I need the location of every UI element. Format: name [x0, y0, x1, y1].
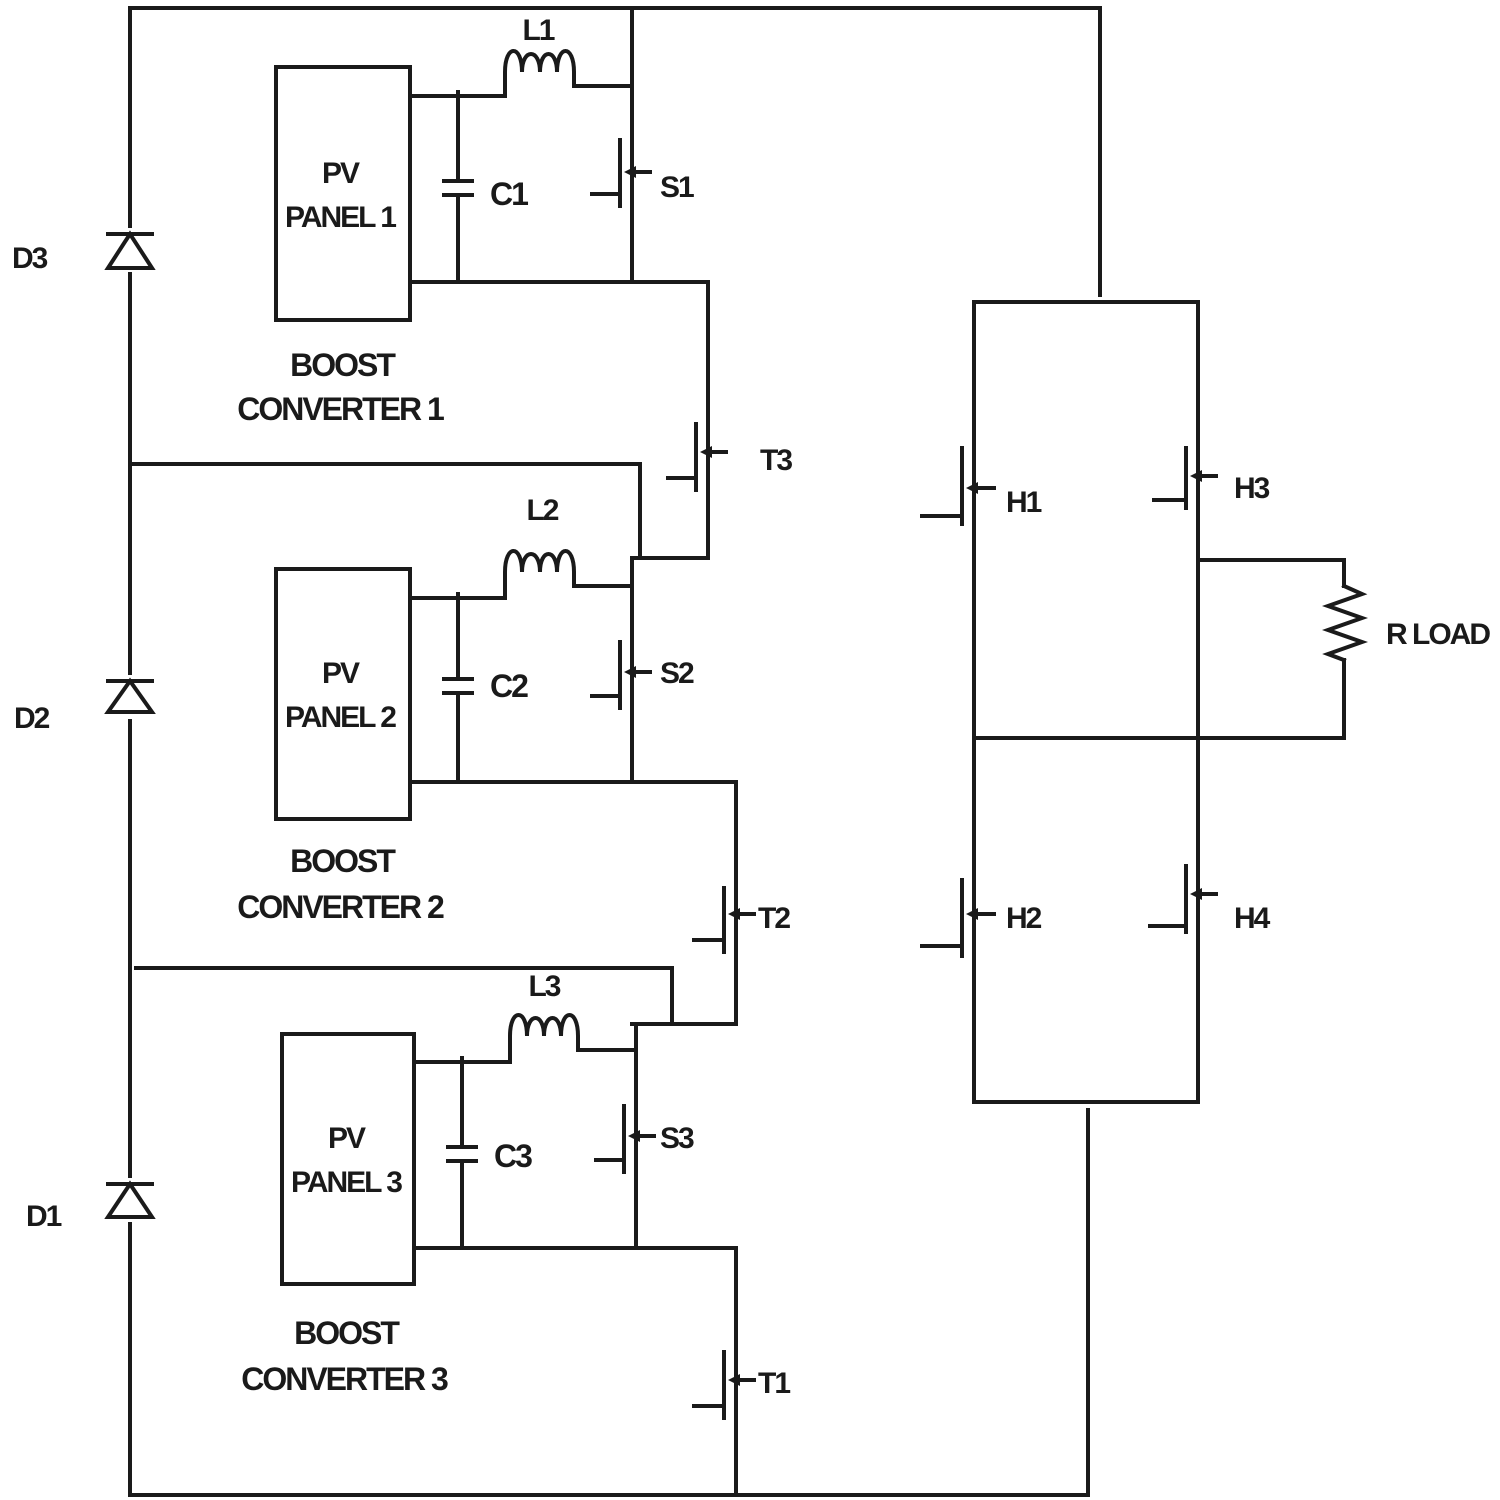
mid-bus-2 — [134, 966, 674, 1026]
mosfet-s3 — [594, 1102, 656, 1250]
pv-panel-2 — [274, 567, 412, 821]
pv-panel-3-label-line1: PV — [328, 1122, 366, 1155]
inductor-l1-label: L1 — [522, 14, 554, 47]
boost-converter-3: PV PANEL 3 L3 C3 S3 BOOST CONVERTER 3 — [241, 970, 738, 1397]
boost-converter-3-title-line2: CONVERTER 3 — [241, 1361, 448, 1397]
pv-panel-1-label-line2: PANEL 1 — [285, 201, 396, 234]
mosfet-h1-label: H1 — [1006, 486, 1042, 519]
diode-d2: D2 — [14, 675, 156, 735]
boost-converter-2: PV PANEL 2 L2 C2 S2 BOOST CONVERTER 2 — [237, 494, 738, 925]
mosfet-s3-label: S3 — [660, 1122, 694, 1155]
mosfet-h4 — [1148, 858, 1218, 946]
pv-panel-3 — [280, 1032, 416, 1286]
diode-d1: D1 — [26, 1178, 156, 1233]
inductor-l1 — [503, 49, 634, 98]
mosfet-t2-label: T2 — [758, 902, 790, 935]
load-resistor — [1196, 558, 1369, 740]
top-rail — [128, 6, 1102, 297]
inductor-l3 — [508, 1013, 638, 1064]
mosfet-s1 — [590, 136, 652, 284]
diode-d1-label: D1 — [26, 1200, 62, 1233]
mosfet-t1-label: T1 — [758, 1367, 790, 1400]
bottom-rail — [128, 1108, 1090, 1497]
mosfet-h4-label: H4 — [1234, 902, 1271, 935]
inductor-l2-label: L2 — [526, 494, 558, 527]
diode-d3-label: D3 — [12, 242, 48, 275]
pv-panel-1 — [274, 65, 412, 322]
mosfet-t3-label: T3 — [760, 444, 792, 477]
mosfet-s2 — [590, 638, 652, 784]
mosfet-h3-label: H3 — [1234, 472, 1270, 505]
load-label: R LOAD — [1386, 618, 1490, 651]
h-bridge-inverter: H1 H3 H2 H4 — [920, 300, 1346, 1104]
mosfet-s1-label: S1 — [660, 171, 694, 204]
boost-converter-1-title-line2: CONVERTER 1 — [237, 391, 444, 427]
capacitor-c1-label: C1 — [490, 176, 528, 212]
inductor-l2 — [503, 549, 634, 600]
mosfet-h3 — [1152, 442, 1218, 868]
mosfet-h1 — [920, 442, 996, 740]
boost-converter-3-title-line1: BOOST — [294, 1315, 400, 1351]
diode-d2-label: D2 — [14, 702, 50, 735]
pv-panel-2-label-line1: PV — [322, 657, 360, 690]
pv-panel-2-label-line2: PANEL 2 — [285, 701, 396, 734]
diode-d3: D3 — [12, 228, 156, 275]
boost-converter-1-title-line1: BOOST — [290, 347, 396, 383]
pv-panel-1-label-line1: PV — [322, 157, 360, 190]
inductor-l3-label: L3 — [528, 970, 560, 1003]
resistor-icon — [1321, 583, 1369, 663]
capacitor-c3-label: C3 — [494, 1138, 532, 1174]
boost-converter-1: PV PANEL 1 L1 C1 S1 BOOST CONVERTER 1 — [237, 8, 710, 427]
capacitor-c2-label: C2 — [490, 668, 528, 704]
boost-converter-2-title-line1: BOOST — [290, 843, 396, 879]
mid-bus-1 — [128, 462, 642, 560]
boost-converter-2-title-line2: CONVERTER 2 — [237, 889, 444, 925]
mosfet-s2-label: S2 — [660, 657, 694, 690]
mosfet-t1 — [692, 1346, 756, 1497]
mosfet-h2 — [920, 736, 996, 964]
pv-panel-3-label-line2: PANEL 3 — [291, 1166, 402, 1199]
mosfet-t2 — [630, 882, 756, 1026]
mosfet-h2-label: H2 — [1006, 902, 1042, 935]
mosfet-t3 — [630, 418, 728, 560]
